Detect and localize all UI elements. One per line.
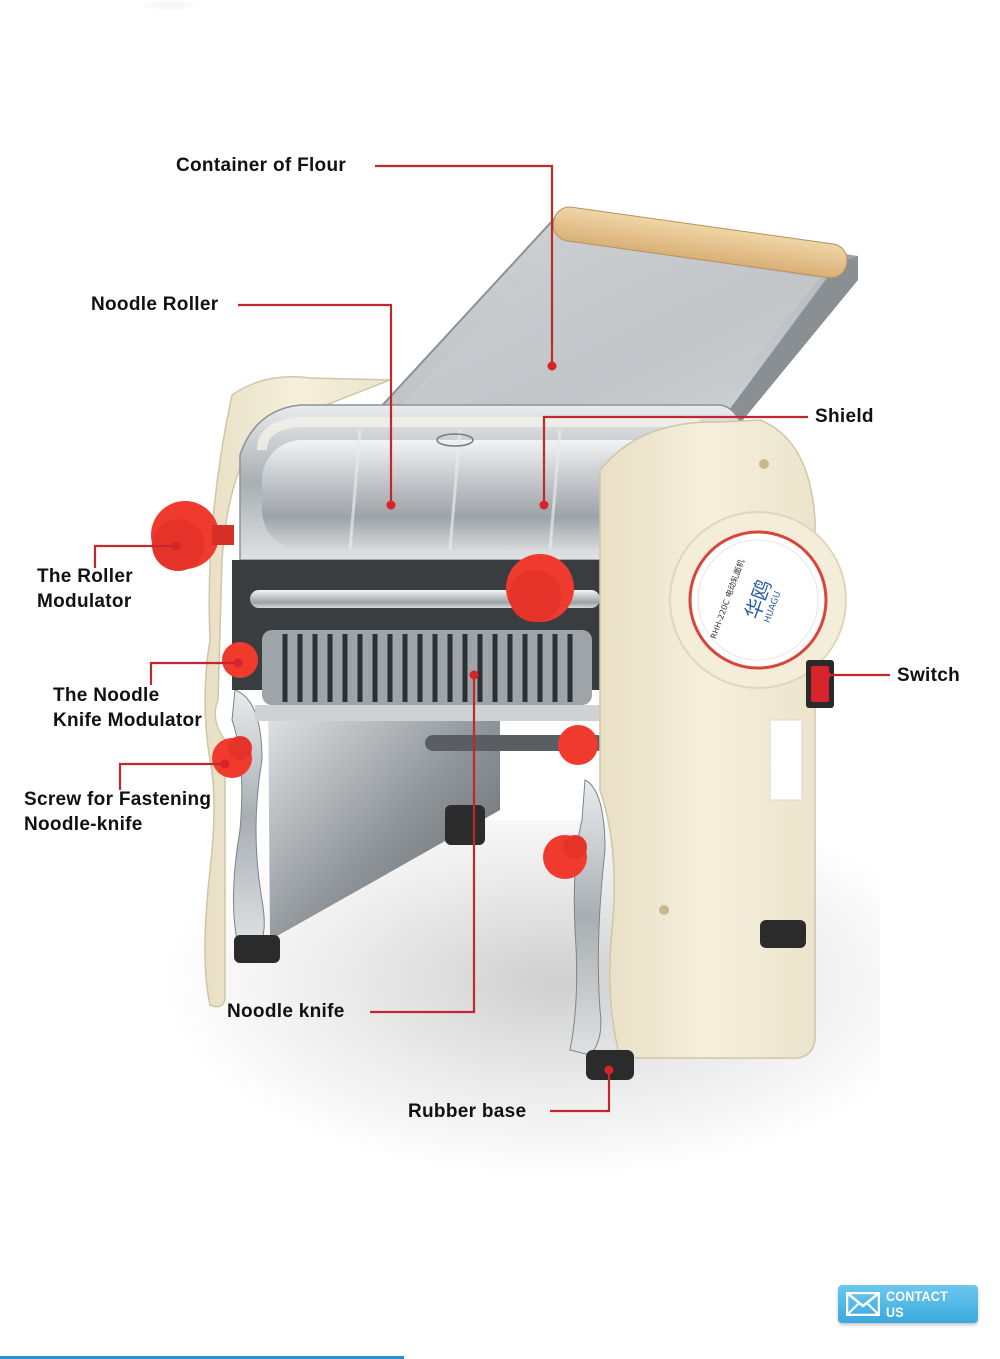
label-screw-fastening: Screw for Fastening Noodle-knife xyxy=(24,787,211,837)
label-rubber-base: Rubber base xyxy=(408,1099,526,1124)
power-switch xyxy=(806,660,834,708)
label-line: The Roller xyxy=(37,566,133,587)
label-line: Noodle-knife xyxy=(24,814,143,835)
label-line: Rubber base xyxy=(408,1101,527,1122)
right-screw-knob xyxy=(543,835,587,879)
label-line: The Noodle xyxy=(53,685,160,706)
contact-us-button[interactable]: CONTACT US xyxy=(838,1285,978,1323)
label-line: Container of Flour xyxy=(176,155,347,176)
label-line: Noodle Roller xyxy=(91,294,219,315)
label-line: Shield xyxy=(815,406,874,427)
label-noodle-knife: Noodle knife xyxy=(227,999,345,1024)
label-switch: Switch xyxy=(897,663,960,688)
right-knife-knob xyxy=(558,725,598,765)
label-line: Knife Modulator xyxy=(53,710,203,731)
label-line: Noodle knife xyxy=(227,1001,345,1022)
noodle-knife-blades xyxy=(262,630,592,705)
label-noodle-knife-modulator: The Noodle Knife Modulator xyxy=(53,683,202,733)
wooden-handle xyxy=(552,206,848,279)
label-line: Switch xyxy=(897,665,961,686)
label-line: Modulator xyxy=(37,591,132,612)
bottom-divider xyxy=(0,1356,404,1359)
label-shield: Shield xyxy=(815,404,874,429)
top-edge-shadow xyxy=(140,0,200,10)
label-line: Screw for Fastening xyxy=(24,789,212,810)
noodle-knife-modulator-knob xyxy=(222,642,258,678)
label-container-of-flour: Container of Flour xyxy=(176,153,346,178)
label-noodle-roller: Noodle Roller xyxy=(91,292,218,317)
contact-us-label: CONTACT US xyxy=(886,1288,948,1320)
lower-back-panel xyxy=(268,690,500,940)
right-roller-knob xyxy=(506,554,574,622)
envelope-icon xyxy=(845,1291,881,1317)
right-side-housing: 华鸥 HUAGU RHH-220C 电动轧面机 xyxy=(599,419,847,1059)
label-roller-modulator: The Roller Modulator xyxy=(37,564,133,614)
